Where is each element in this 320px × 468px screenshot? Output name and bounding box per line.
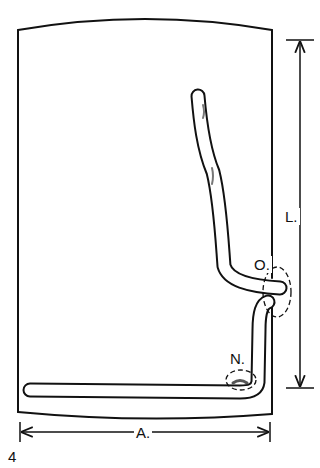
- dimension-label: A.: [134, 424, 152, 441]
- dimension-label: L.: [283, 208, 300, 225]
- figure-number: 4: [6, 448, 18, 465]
- callout-ring: [226, 267, 291, 390]
- callout-label: N.: [228, 350, 247, 367]
- cylinder-outline: [18, 19, 272, 419]
- dimension-lines: [20, 40, 314, 442]
- callout-label: O.: [252, 256, 272, 273]
- hose: [30, 96, 280, 392]
